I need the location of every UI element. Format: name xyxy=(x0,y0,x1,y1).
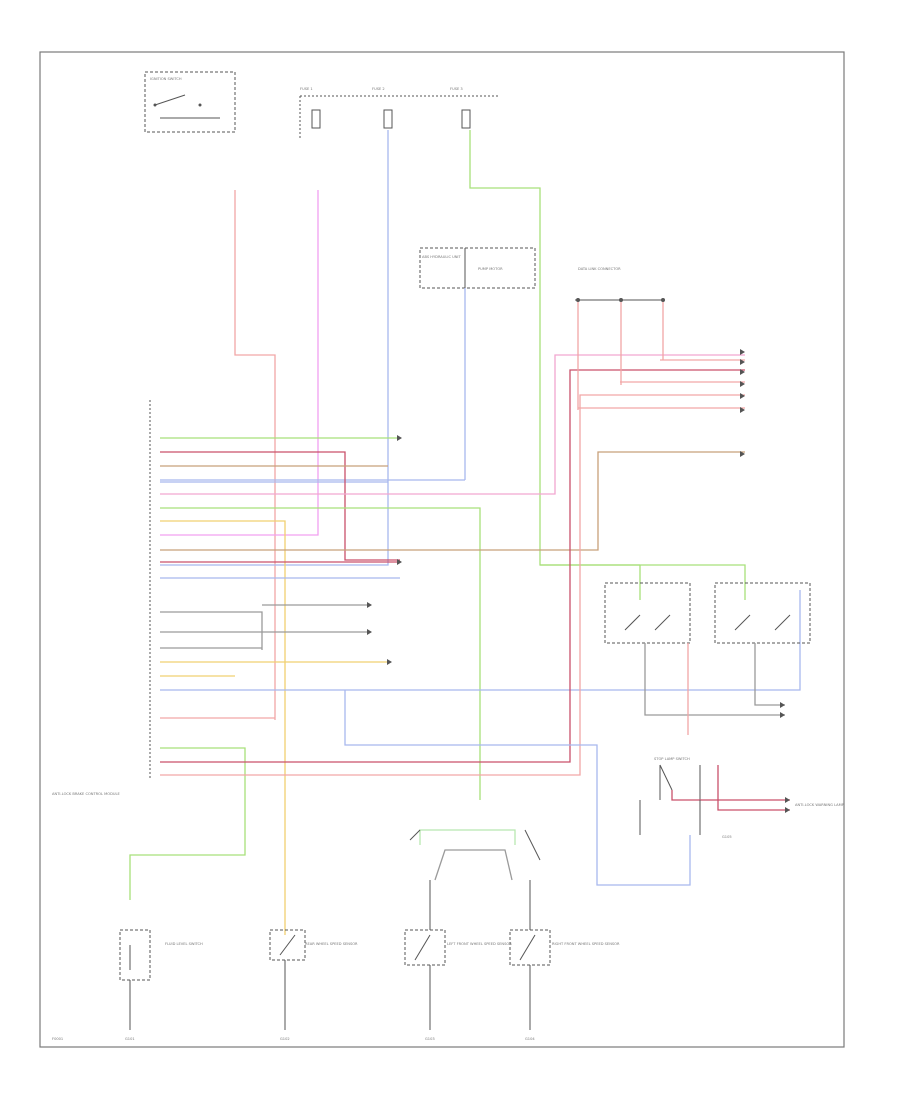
wheel-sensor-lf: LEFT FRONT WHEEL SPEED SENSOR xyxy=(404,929,512,966)
ground-2-label: G102 xyxy=(280,1037,290,1041)
wire-blue-3 xyxy=(160,590,801,691)
diagram-id: F0001 xyxy=(52,1037,63,1041)
wire-red-4 xyxy=(160,394,745,776)
pump-motor-label: PUMP MOTOR xyxy=(478,267,503,271)
abs-module-label: ANTI-LOCK BRAKE CONTROL MODULE xyxy=(52,792,120,796)
wire-yellow-1 xyxy=(160,520,286,935)
wheel-sensor-rear-label: REAR WHEEL SPEED SENSOR xyxy=(305,942,358,946)
wire-pink-fuse1 xyxy=(160,190,319,536)
ground-5-label: G105 xyxy=(722,835,732,839)
warning-lamp-label: ANTI-LOCK WARNING LAMP xyxy=(795,803,845,807)
wire-darkred-1 xyxy=(160,451,400,561)
wire-green-2 xyxy=(160,507,481,800)
relay-left xyxy=(604,582,691,644)
wheel-sensor-rear: REAR WHEEL SPEED SENSOR xyxy=(269,929,358,961)
diagram-frame xyxy=(39,51,845,1048)
wire-gray-1 xyxy=(160,611,263,650)
abs-hydraulic-unit: ABS HYDRAULIC UNIT PUMP MOTOR xyxy=(419,247,536,289)
stop-lamp-switch-label: STOP LAMP SWITCH xyxy=(654,757,690,761)
wire-blue-4 xyxy=(344,690,691,886)
stop-lamp-switch: STOP LAMP SWITCH xyxy=(654,757,701,800)
fluid-level-switch: FLUID LEVEL SWITCH xyxy=(119,929,203,981)
wheel-sensor-rf-label: RIGHT FRONT WHEEL SPEED SENSOR xyxy=(552,942,620,946)
wire-pink-2 xyxy=(160,354,745,495)
fuse-2-label: FUSE 2 xyxy=(372,87,385,91)
wire-blue-fuse2 xyxy=(160,130,389,566)
wire-green-3 xyxy=(129,747,246,900)
data-link-label: DATA LINK CONNECTOR xyxy=(578,267,621,271)
fuse-block: FUSE 1 FUSE 2 FUSE 3 xyxy=(299,87,500,140)
wire-red-ignition xyxy=(234,190,276,720)
right-connector: DATA LINK CONNECTOR xyxy=(575,267,665,302)
ground-1-label: G101 xyxy=(125,1037,135,1041)
ignition-switch: IGNITION SWITCH xyxy=(144,71,236,133)
fuse-1-label: FUSE 1 xyxy=(300,87,313,91)
ground-3-label: G103 xyxy=(425,1037,435,1041)
fuse-3-label: FUSE 3 xyxy=(450,87,463,91)
wire-green-fuse3 xyxy=(469,130,746,600)
relay-right xyxy=(714,582,811,644)
abs-hydraulic-unit-label: ABS HYDRAULIC UNIT xyxy=(422,255,461,259)
wire-darkred-3 xyxy=(160,369,745,763)
wheel-sensor-lf-label: LEFT FRONT WHEEL SPEED SENSOR xyxy=(447,942,512,946)
ground-4-label: G104 xyxy=(525,1037,535,1041)
ignition-switch-label: IGNITION SWITCH xyxy=(150,77,182,81)
fluid-level-switch-label: FLUID LEVEL SWITCH xyxy=(165,942,203,946)
wheel-sensor-rf: RIGHT FRONT WHEEL SPEED SENSOR xyxy=(509,929,620,966)
wire-brown-2 xyxy=(160,451,745,551)
abs-module-connector: ANTI-LOCK BRAKE CONTROL MODULE xyxy=(52,400,151,796)
